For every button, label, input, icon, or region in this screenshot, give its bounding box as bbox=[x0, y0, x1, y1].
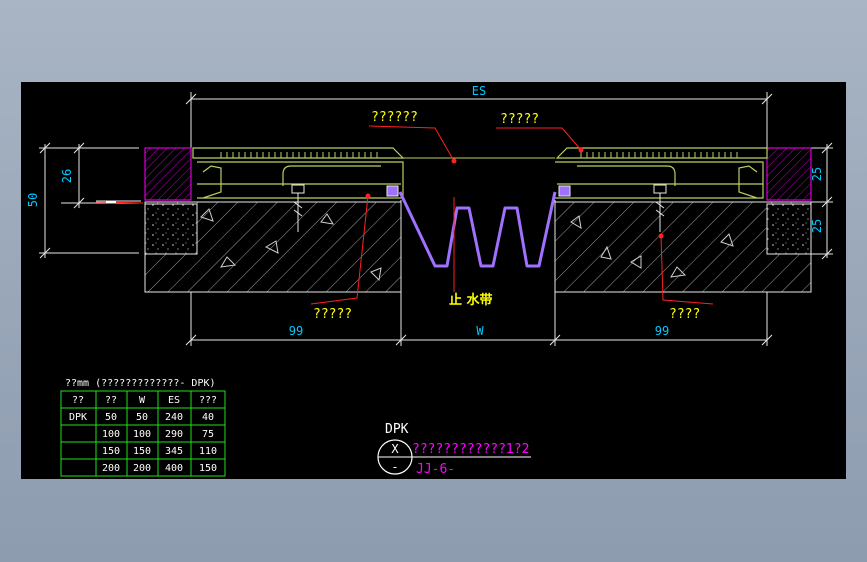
table-cell: 200 bbox=[133, 463, 151, 474]
table-cell: 75 bbox=[202, 429, 214, 440]
table-cell: 400 bbox=[165, 463, 183, 474]
drawing-code: JJ-6- bbox=[416, 462, 455, 477]
table-title: ??mm (?????????????- DPK) bbox=[65, 378, 216, 389]
section-symbol-bottom: - bbox=[391, 460, 398, 474]
dim-left-99: 99 bbox=[289, 324, 303, 338]
cad-drawing-viewport[interactable]: ES 50 26 25 25 bbox=[21, 82, 846, 479]
table-cell: 40 bbox=[202, 412, 214, 423]
left-leader bbox=[95, 201, 144, 204]
section-symbol-top: X bbox=[391, 442, 399, 456]
table-cell: 110 bbox=[199, 446, 217, 457]
dim-w: W bbox=[476, 324, 484, 338]
es-dimension bbox=[185, 92, 773, 152]
table-cell: 150 bbox=[199, 463, 217, 474]
dim-25-bottom-label: 25 bbox=[810, 219, 824, 233]
left-dimensions bbox=[39, 142, 141, 259]
waterstop-bellows bbox=[398, 191, 557, 268]
waterstop-right-clip bbox=[558, 185, 571, 197]
dim-50-label: 50 bbox=[26, 193, 40, 207]
model-label: DPK bbox=[385, 422, 409, 437]
profile-anchor-bolts bbox=[291, 184, 667, 232]
waterstop-left-clip bbox=[386, 185, 399, 197]
leaders bbox=[310, 125, 714, 305]
table-header-cell: ?? bbox=[72, 395, 84, 406]
table-cell: 290 bbox=[165, 429, 183, 440]
table-cell: 200 bbox=[102, 463, 120, 474]
label-top-right: ????? bbox=[500, 112, 539, 127]
es-label: ES bbox=[472, 84, 486, 98]
dim-right-99: 99 bbox=[655, 324, 669, 338]
label-top-left: ?????? bbox=[371, 110, 418, 125]
table-cell: 50 bbox=[136, 412, 148, 423]
leader-dots bbox=[365, 147, 664, 239]
table-header-cell: ES bbox=[168, 395, 180, 406]
table-cell: 100 bbox=[102, 429, 120, 440]
table-cell: 150 bbox=[102, 446, 120, 457]
expansion-profile bbox=[192, 147, 768, 199]
substrate-aggregate-marks bbox=[200, 208, 734, 282]
table-cell: 240 bbox=[165, 412, 183, 423]
table-cell: DPK bbox=[69, 412, 87, 423]
joint-gap-lines bbox=[400, 200, 556, 346]
spec-table: ???? W ES??? DPK 50 50 240 40 100 100 290 75 150 150 3… bbox=[69, 395, 217, 474]
table-cell: 150 bbox=[133, 446, 151, 457]
section-symbol bbox=[377, 439, 531, 475]
bottom-dimension bbox=[185, 292, 773, 346]
table-header-cell: ??? bbox=[199, 395, 217, 406]
table-header-cell: ?? bbox=[105, 395, 117, 406]
table-header-cell: W bbox=[139, 395, 146, 406]
label-bottom-left: ????? bbox=[313, 307, 352, 322]
left-end-block bbox=[144, 147, 192, 201]
table-cell: 50 bbox=[105, 412, 117, 423]
profile-serrations bbox=[220, 152, 738, 158]
spec-table-grid bbox=[60, 390, 226, 477]
drawing-title: ????????????1?2 bbox=[412, 442, 529, 457]
label-bottom-right: ???? bbox=[669, 307, 700, 322]
waterstop-label: 止 水带 bbox=[449, 292, 493, 308]
table-cell: 100 bbox=[133, 429, 151, 440]
dim-26-label: 26 bbox=[60, 169, 74, 183]
right-end-block bbox=[766, 147, 812, 201]
table-cell: 345 bbox=[165, 446, 183, 457]
dim-25-top-label: 25 bbox=[810, 167, 824, 181]
